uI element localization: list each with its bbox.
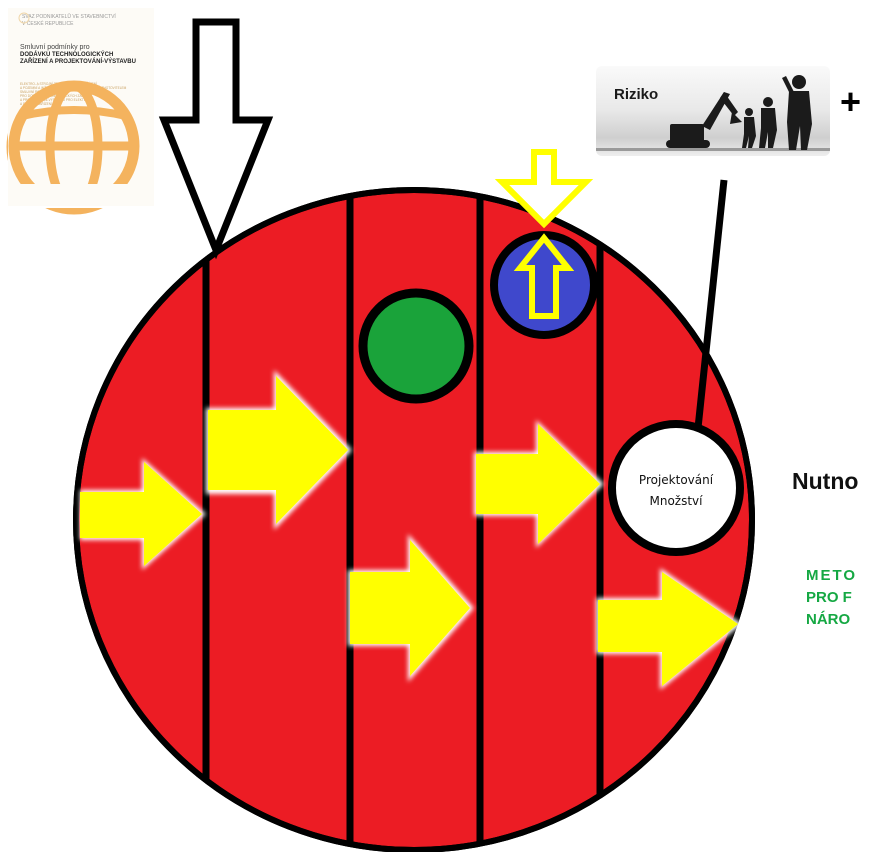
method-text: METO PRO F NÁRO	[806, 565, 857, 631]
method-line2: PRO F	[806, 589, 852, 606]
up-arrow-icon	[513, 233, 575, 319]
cover-title-line1: DODÁVKU TECHNOLOGICKÝCH	[20, 52, 114, 58]
flow-arrow-icon	[348, 534, 474, 682]
risk-label: Riziko	[614, 86, 659, 103]
projection-label-line1: Projektování	[639, 473, 714, 487]
process-disc	[73, 187, 755, 852]
projection-circle	[608, 420, 744, 556]
projection-label-line2: Množství	[650, 494, 704, 508]
construction-silhouette-icon	[596, 75, 830, 151]
yellow-down-arrow-icon	[494, 149, 594, 229]
risk-photo-panel: Riziko	[596, 66, 830, 156]
flow-arrow-icon	[474, 420, 604, 548]
requirement-heading: Nutno	[792, 468, 859, 494]
cover-org-line: V ČESKÉ REPUBLICE	[22, 21, 74, 27]
risk-connector-line	[694, 179, 728, 429]
cover-heading: Smluvní podmínky pro DODÁVKU TECHNOLOGIC…	[20, 44, 145, 66]
plus-sign: +	[840, 81, 862, 122]
method-line1: METO	[806, 567, 858, 584]
flow-arrow-icon	[206, 370, 352, 530]
flow-arrow-icon	[596, 568, 742, 690]
cover-title-line2: ZAŘÍZENÍ A PROJEKTOVÁNÍ-VÝSTAVBU	[20, 59, 136, 65]
cover-subtitle: Smluvní podmínky pro	[20, 44, 90, 51]
green-status-dot	[358, 288, 474, 404]
flow-arrows	[80, 370, 742, 690]
input-arrow-down-icon	[158, 18, 274, 260]
blue-status-dot	[490, 231, 598, 339]
document-cover: SVAZ PODNIKATELŮ VE STAVEBNICTVÍ V ČESKÉ…	[8, 8, 154, 206]
cover-org-line: SVAZ PODNIKATELŮ VE STAVEBNICTVÍ	[22, 14, 116, 20]
method-line3: NÁRO	[806, 611, 851, 628]
cover-bullet: SMLUVNÍ PODMÍNKY	[20, 90, 53, 95]
cover-globe-icon	[8, 12, 154, 206]
flow-arrow-icon	[80, 458, 206, 570]
